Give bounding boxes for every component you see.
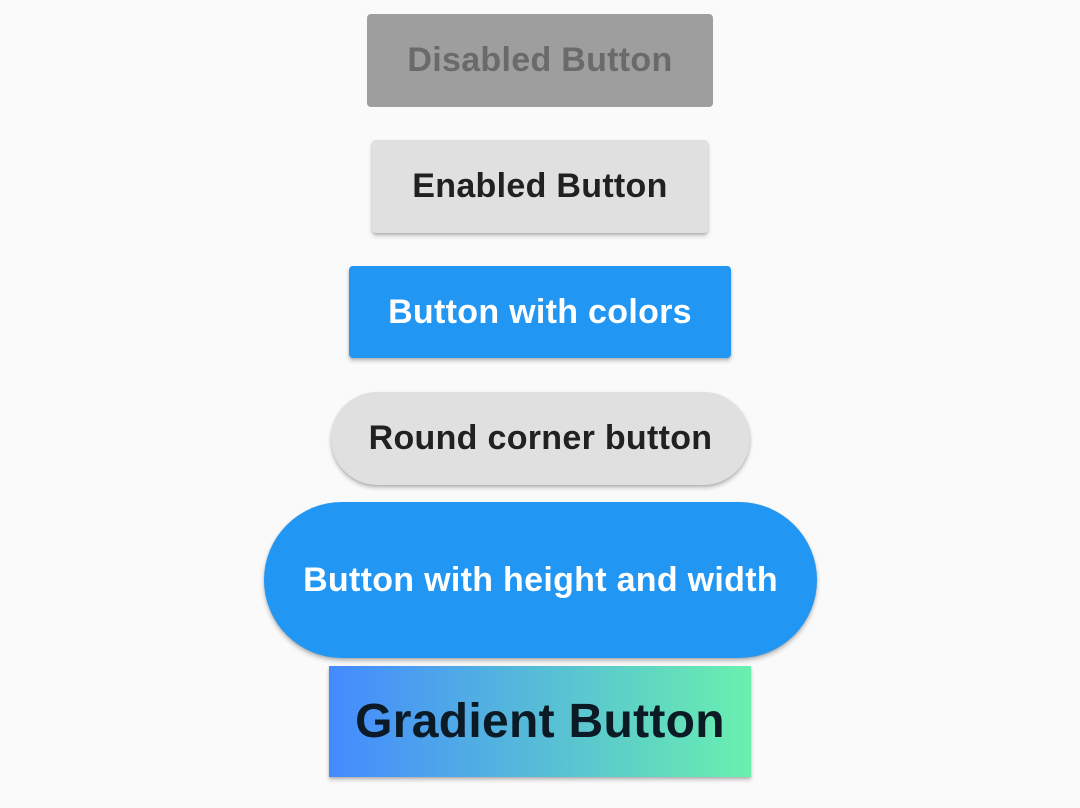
sized-button-label: Button with height and width	[303, 560, 778, 599]
sized-button[interactable]: Button with height and width	[264, 502, 817, 658]
gradient-button-label: Gradient Button	[355, 695, 725, 748]
colored-button[interactable]: Button with colors	[349, 266, 731, 358]
round-corner-button-label: Round corner button	[368, 419, 713, 457]
colored-button-label: Button with colors	[388, 292, 692, 331]
enabled-button[interactable]: Enabled Button	[372, 140, 708, 233]
round-corner-button[interactable]: Round corner button	[331, 392, 750, 485]
disabled-button-label: Disabled Button	[407, 41, 673, 79]
gradient-button[interactable]: Gradient Button	[329, 666, 751, 777]
disabled-button: Disabled Button	[367, 14, 713, 107]
enabled-button-label: Enabled Button	[412, 167, 668, 205]
